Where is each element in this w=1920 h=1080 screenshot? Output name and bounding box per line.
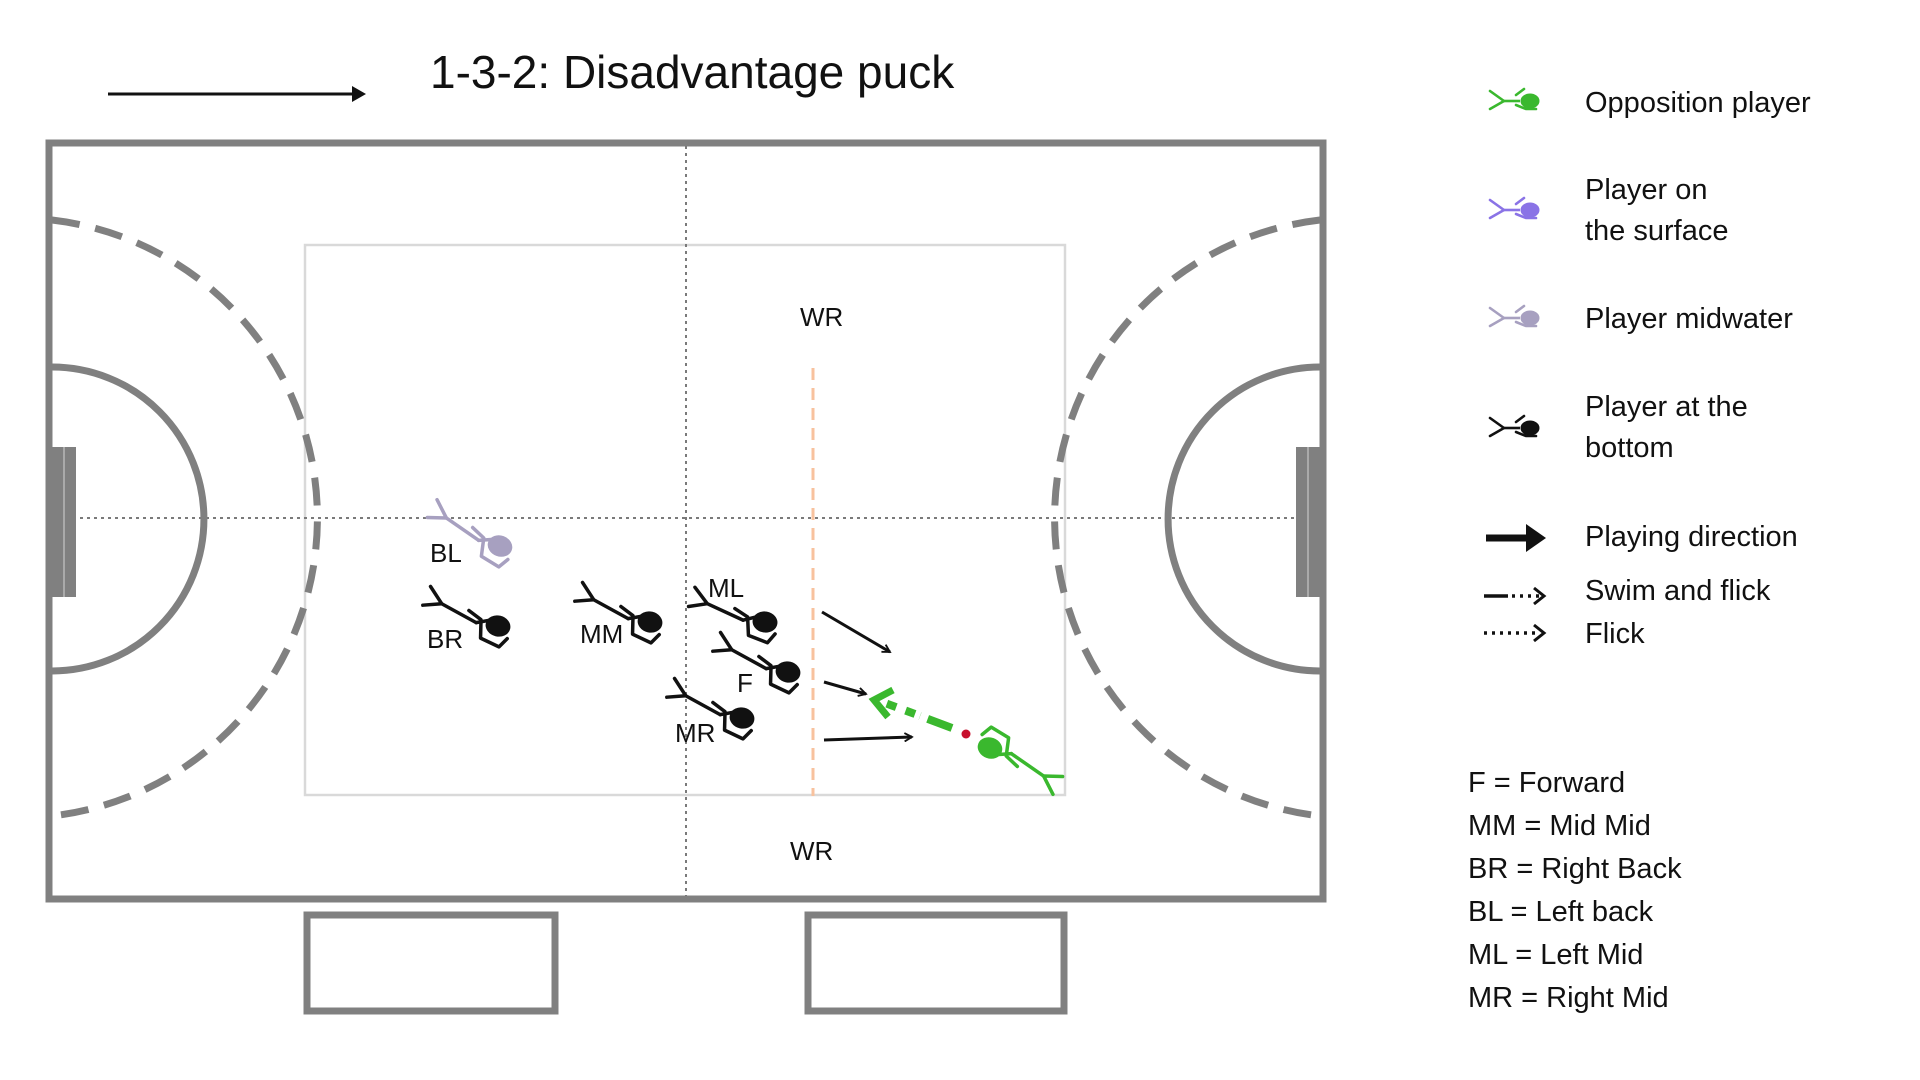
player-label-f: F <box>737 668 753 698</box>
diagram-title: 1-3-2: Disadvantage puck <box>430 46 955 98</box>
wr-label-bottom: WR <box>790 836 833 866</box>
playing-direction-arrow-icon <box>1486 524 1546 552</box>
legend-label-swim-and-flick: Swim and flick <box>1585 575 1771 607</box>
legend-label-surface: Player on the surface <box>1585 174 1728 247</box>
abbr-right-mid: MR = Right Mid <box>1468 982 1669 1014</box>
opposition-player-icon <box>1488 87 1541 111</box>
swim-and-flick-arrow-icon <box>1484 586 1547 606</box>
left-solid-arc <box>51 363 208 675</box>
legend-label-opposition: Opposition player <box>1585 87 1811 119</box>
left-dashed-arc <box>51 216 321 820</box>
player-label-mr: MR <box>675 718 715 748</box>
player-bl: BL <box>418 496 521 571</box>
legend-label-playing-direction: Playing direction <box>1585 521 1798 553</box>
legend-label-midwater: Player midwater <box>1585 303 1793 335</box>
right-dashed-arc <box>1051 216 1321 820</box>
legend: Opposition player Player on the surface … <box>1484 87 1811 650</box>
movement-arrow-mr <box>823 737 912 740</box>
player-label-br: BR <box>427 624 463 654</box>
player-mr: MR <box>659 676 761 748</box>
player-ml: ML <box>682 573 783 646</box>
wr-label-top: WR <box>800 302 843 332</box>
player-br: BR <box>415 584 517 654</box>
player-label-mm: MM <box>580 619 623 649</box>
abbr-right-back: BR = Right Back <box>1468 853 1682 885</box>
abbr-mid-mid: MM = Mid Mid <box>1468 810 1651 842</box>
pool-court <box>45 139 1327 1015</box>
midwater-player-icon <box>1488 304 1541 328</box>
abbr-left-mid: ML = Left Mid <box>1468 939 1643 971</box>
movement-arrow-ml <box>821 610 890 654</box>
abbr-forward: F = Forward <box>1468 767 1625 799</box>
legend-label-bottom: Player at the bottom <box>1585 391 1756 464</box>
bottom-player-icon <box>1488 414 1541 438</box>
movement-arrow-f <box>823 680 866 694</box>
puck <box>961 729 971 739</box>
surface-player-icon <box>1488 196 1541 220</box>
right-solid-arc <box>1164 363 1321 675</box>
legend-label-flick: Flick <box>1585 618 1645 650</box>
flick-arrow-icon <box>1484 623 1547 643</box>
player-label-bl: BL <box>430 538 462 568</box>
pool-boundary <box>45 139 1327 903</box>
bench-box-left <box>303 911 559 1015</box>
abbr-left-back: BL = Left back <box>1468 896 1654 928</box>
title-direction-arrowhead <box>352 86 366 102</box>
player-f: F <box>705 630 807 698</box>
bench-box-right <box>804 911 1068 1015</box>
player-mm: MM <box>567 580 669 649</box>
opposition-swim-and-flick-arrow <box>868 686 954 732</box>
abbreviation-list: F = Forward MM = Mid Mid BR = Right Back… <box>1468 767 1682 1014</box>
player-label-ml: ML <box>708 573 744 603</box>
opposition-player <box>969 723 1072 798</box>
